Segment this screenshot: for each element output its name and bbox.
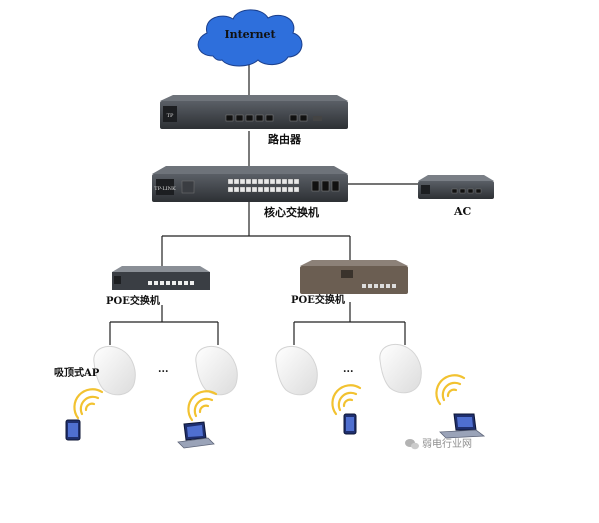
ceiling-ap-4 xyxy=(379,344,422,394)
wifi-signal-4 xyxy=(435,374,466,406)
tablet-icon xyxy=(65,419,81,441)
poe-switch-right-label: POE交换机 xyxy=(291,293,345,306)
laptop-icon xyxy=(177,421,215,449)
ceiling-ap-icon xyxy=(379,344,422,394)
wifi-signal-icon xyxy=(435,374,466,406)
wechat-icon xyxy=(405,439,419,450)
poe-switch-right-device: POE交换机 xyxy=(291,260,408,306)
ceiling-ap-icon xyxy=(275,346,318,396)
wifi-signal-1 xyxy=(73,388,104,420)
core-switch-device: TP-LINK 核心交换机 xyxy=(152,166,348,219)
ellipsis-right: ... xyxy=(343,364,353,375)
ceiling-ap-2 xyxy=(195,346,238,396)
poe-switch-left-label: POE交换机 xyxy=(106,294,160,307)
router-icon: TP xyxy=(160,95,348,129)
ellipsis-left: ... xyxy=(158,364,168,375)
svg-text:TP-LINK: TP-LINK xyxy=(154,186,176,192)
internet-cloud: Internet xyxy=(197,9,303,67)
ceiling-ap-icon xyxy=(195,346,238,396)
ac-label: AC xyxy=(453,205,472,218)
laptop-icon xyxy=(439,413,486,439)
laptop-client-2 xyxy=(439,413,486,439)
switch-icon xyxy=(300,260,408,294)
ceiling-ap-icon xyxy=(93,346,136,396)
wifi-signal-icon xyxy=(331,384,362,416)
connection-lines xyxy=(109,65,418,345)
ceiling-ap-3 xyxy=(275,346,318,396)
svg-text:TP: TP xyxy=(167,113,174,119)
ceiling-ap-1 xyxy=(93,346,136,396)
internet-label: Internet xyxy=(224,28,276,41)
wifi-signal-icon xyxy=(187,390,218,422)
laptop-client-1 xyxy=(177,421,215,449)
cloud-icon xyxy=(197,9,303,67)
switch-icon: TP-LINK xyxy=(152,166,348,202)
tablet-client-1 xyxy=(65,419,81,441)
router-device: TP 路由器 xyxy=(160,95,348,146)
tablet-icon xyxy=(343,413,357,435)
ac-device: AC xyxy=(418,175,494,218)
router-label: 路由器 xyxy=(268,132,302,146)
poe-switch-left-device: POE交换机 xyxy=(106,266,210,307)
wifi-signal-icon xyxy=(73,388,104,420)
tablet-client-2 xyxy=(343,413,357,435)
wifi-signal-2 xyxy=(187,390,218,422)
access-controller-icon xyxy=(418,175,494,199)
watermark-text: 弱电行业网 xyxy=(422,437,472,450)
core-switch-label: 核心交换机 xyxy=(264,205,319,219)
switch-icon xyxy=(112,266,210,290)
wifi-signal-3 xyxy=(331,384,362,416)
ap-label: 吸顶式AP xyxy=(54,366,100,379)
watermark: 弱电行业网 xyxy=(405,437,472,450)
